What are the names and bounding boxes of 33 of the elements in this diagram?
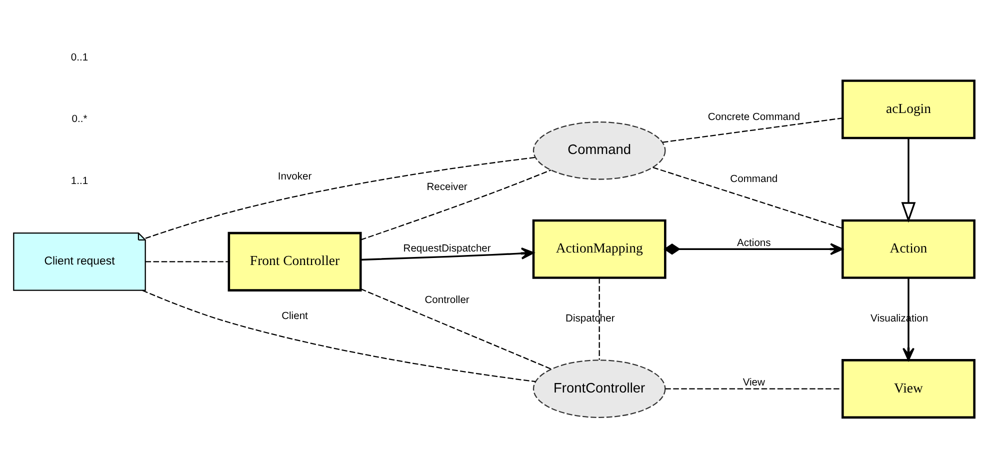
connector <box>665 388 842 389</box>
node-ellipse: FrontController <box>532 359 666 418</box>
connector <box>652 166 843 228</box>
connector <box>142 289 536 382</box>
node-box: ActionMapping <box>532 218 666 278</box>
edge-label: Concrete Command <box>708 111 800 122</box>
arrow <box>360 246 534 260</box>
arrow <box>902 278 914 360</box>
node-ellipse: Command <box>532 120 666 180</box>
connector <box>360 169 552 240</box>
connector <box>145 156 536 238</box>
connector <box>145 260 229 262</box>
node-box: Front Controller <box>228 231 362 291</box>
node-box: Action <box>842 218 976 278</box>
label: 0..* <box>72 114 88 125</box>
edge-label: Command <box>730 173 778 184</box>
edge-label: View <box>742 377 765 388</box>
edge-label: Receiver <box>426 181 468 192</box>
label: 0..1 <box>70 52 88 63</box>
arrow <box>901 138 916 222</box>
arrow <box>664 242 844 255</box>
node-box: View <box>842 358 976 418</box>
connector <box>598 278 600 360</box>
edge-label: Controller <box>424 294 470 306</box>
connector <box>662 117 842 142</box>
edge-label: Invoker <box>278 170 312 182</box>
label: 1..1 <box>70 176 88 187</box>
edge-label: Client <box>282 310 308 322</box>
edge-label: Dispatcher <box>566 312 615 324</box>
connector <box>360 288 552 370</box>
edge-label: RequestDispatcher <box>403 243 491 254</box>
node-box: acLogin <box>842 79 976 139</box>
edge-label: Actions <box>737 237 771 248</box>
